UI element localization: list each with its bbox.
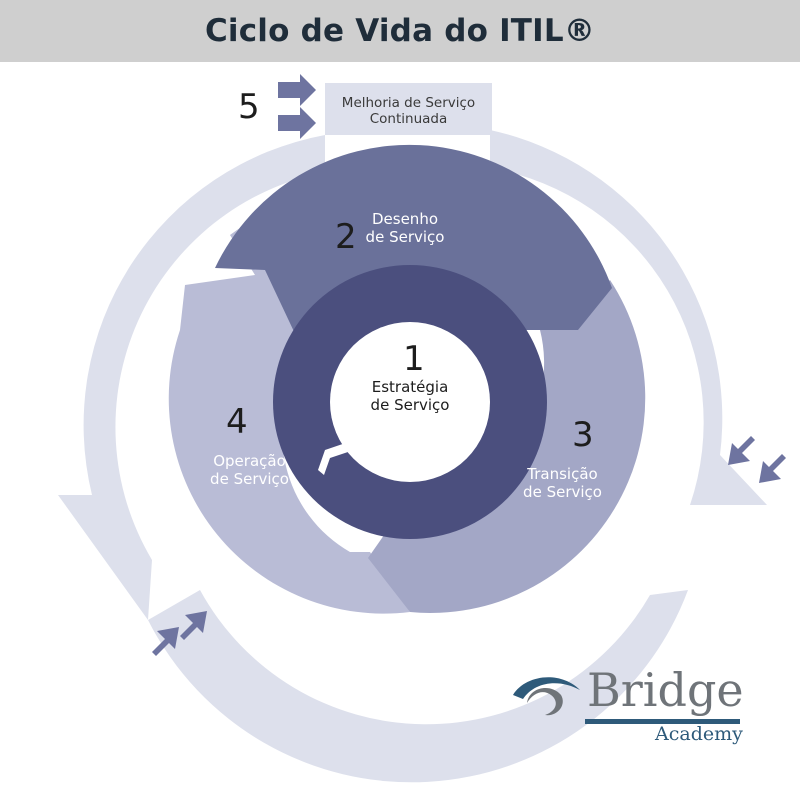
stage2-label-line2: de Serviço xyxy=(365,228,445,246)
page-title: Ciclo de Vida do ITIL® xyxy=(204,13,596,49)
title-bar: Ciclo de Vida do ITIL® xyxy=(0,0,800,62)
logo-underline xyxy=(585,719,740,724)
up-right-arrow-icon xyxy=(180,611,207,640)
stage5-label-box xyxy=(325,83,492,135)
stage2-design-segment xyxy=(215,144,612,355)
stage5-label: Melhoria de Serviço Continuada xyxy=(325,95,492,127)
bridge-academy-logo: Bridge Academy xyxy=(505,665,755,755)
stage2-label-line1: Desenho xyxy=(371,210,438,228)
stage1-number: 1 xyxy=(403,339,425,379)
ring-separator-mark xyxy=(318,434,384,475)
stage4-label-line2: de Serviço xyxy=(210,470,289,488)
stage5-label-line1: Melhoria de Serviço xyxy=(341,95,476,111)
stage3-number: 3 xyxy=(572,415,594,455)
stage4-operation-segment xyxy=(168,200,410,614)
stage4-number: 4 xyxy=(226,402,248,442)
stage3-label-line2: de Serviço xyxy=(523,483,602,501)
down-left-arrow-icon xyxy=(728,436,755,465)
logo-name: Bridge xyxy=(587,663,744,717)
stage3-label-line1: Transição xyxy=(527,465,598,483)
stage4-label: Operação de Serviço xyxy=(192,452,307,488)
stage5-number: 5 xyxy=(238,87,260,127)
up-right-arrow-icon xyxy=(152,627,179,656)
stage1-label: Estratégia de Serviço xyxy=(350,378,470,414)
stage4-label-line1: Operação xyxy=(213,452,286,470)
stage1-label-line2: de Serviço xyxy=(370,396,450,414)
logo-swoosh-icon xyxy=(513,677,580,716)
stage1-label-line1: Estratégia xyxy=(371,378,449,396)
right-arrow-icon xyxy=(278,74,316,106)
right-arrow-icon xyxy=(278,107,316,139)
outer-ring-segment-bottom xyxy=(148,590,688,783)
stage2-number: 2 xyxy=(335,217,357,257)
stage5-label-line2: Continuada xyxy=(369,111,448,128)
logo-subtitle: Academy xyxy=(655,723,743,745)
stage3-label: Transição de Serviço xyxy=(505,465,620,501)
down-left-arrow-icon xyxy=(759,454,786,483)
stage2-label: Desenho de Serviço xyxy=(350,210,460,246)
outer-ring-segment-top xyxy=(58,135,325,620)
arrow-icons xyxy=(152,74,786,656)
outer-ring-segment-right xyxy=(490,130,767,505)
